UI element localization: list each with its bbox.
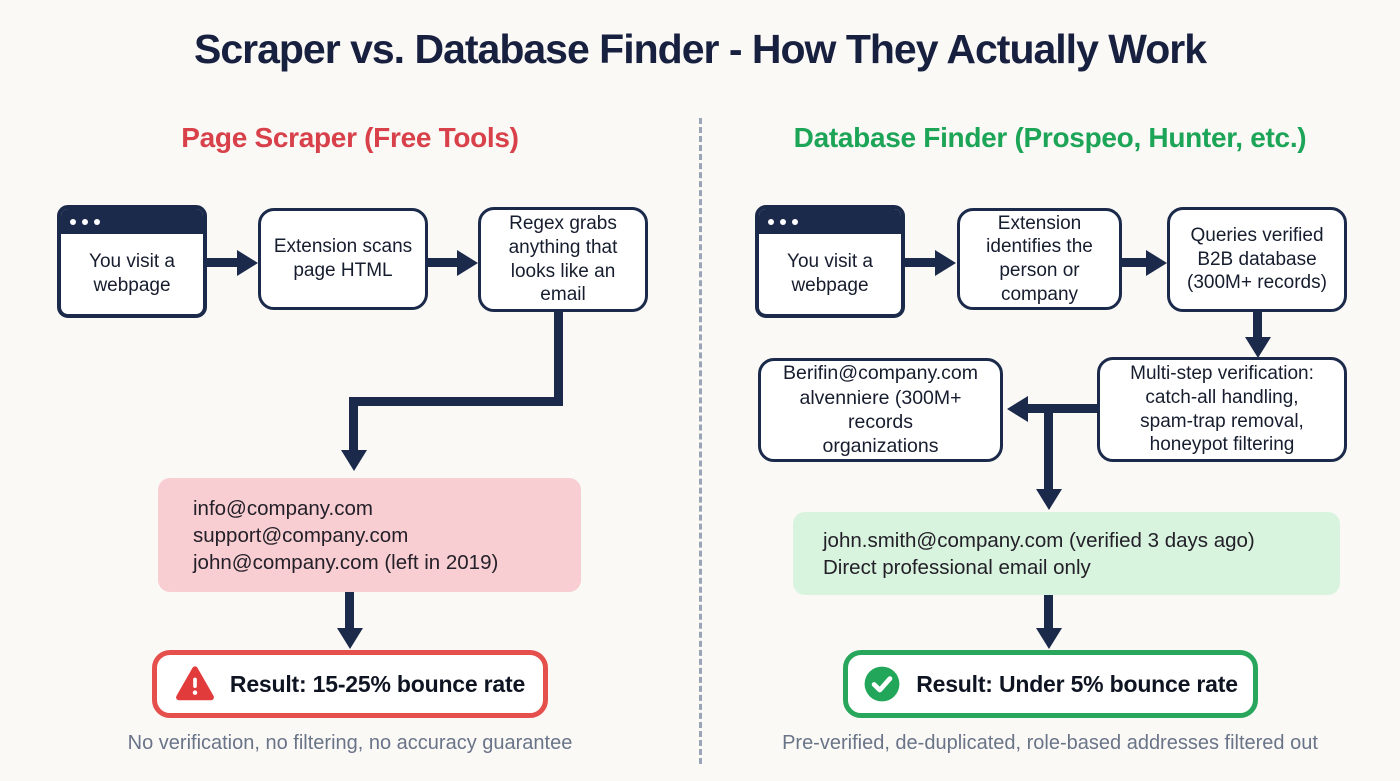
- arrow-left-icon: [1007, 395, 1028, 422]
- right-flow-step-3-box: Queries verified B2B database (300M+ rec…: [1167, 207, 1347, 312]
- right-column-header: Database Finder (Prospeo, Hunter, etc.): [793, 122, 1307, 153]
- flow-connector: [1044, 595, 1053, 628]
- verified-email-line: Direct professional email only: [823, 555, 1091, 579]
- flow-arrow: [207, 258, 238, 267]
- flow-connector: [1028, 404, 1097, 413]
- verification-line: honeypot filtering: [1149, 434, 1295, 456]
- warning-icon: [175, 666, 214, 701]
- database-records-box: Berifin@company.com alvenniere (300M+ re…: [758, 358, 1003, 462]
- browser-dot-icon: [94, 218, 100, 225]
- right-browser-window-box: You visit a webpage: [755, 205, 905, 318]
- browser-dot-icon: [70, 218, 76, 225]
- left-flow-step-3-box: Regex grabs anything that looks like an …: [478, 207, 648, 312]
- browser-dot-icon: [780, 218, 786, 225]
- flow-connector: [345, 592, 354, 628]
- browser-dot-icon: [768, 218, 774, 225]
- right-flow-step-2-label: Extension identifies the person or compa…: [986, 212, 1093, 305]
- arrow-down-icon: [1035, 628, 1062, 649]
- flow-arrow: [1122, 258, 1147, 267]
- flow-connector: [1253, 312, 1262, 338]
- flow-connector: [1044, 404, 1053, 490]
- flow-connector: [349, 397, 358, 450]
- verified-email-line: john.smith@company.com (verified 3 days …: [823, 528, 1255, 552]
- flow-connector: [554, 312, 563, 406]
- left-flow-step-2-label: Extension scans page HTML: [273, 236, 413, 281]
- left-column-header: Page Scraper (Free Tools): [181, 122, 519, 153]
- arrow-right-icon: [1146, 249, 1167, 276]
- arrow-down-icon: [336, 628, 363, 649]
- left-result-label: Result: 15-25% bounce rate: [229, 670, 526, 697]
- right-flow-step-2-box: Extension identifies the person or compa…: [957, 208, 1122, 310]
- arrow-down-icon: [1035, 489, 1062, 510]
- verification-line: catch-all handling,: [1145, 386, 1299, 408]
- page-title: Scraper vs. Database Finder - How They A…: [193, 26, 1207, 72]
- verification-box: Multi-step verification: catch-all handl…: [1097, 357, 1347, 462]
- verified-email-box: john.smith@company.com (verified 3 days …: [793, 512, 1340, 595]
- left-footer-note: No verification, no filtering, no accura…: [127, 732, 573, 754]
- right-flow-step-1-label: You visit a webpage: [787, 251, 873, 296]
- left-flow-step-2-box: Extension scans page HTML: [258, 208, 428, 310]
- right-flow-step-3-label: Queries verified B2B database (300M+ rec…: [1187, 224, 1327, 294]
- column-divider: [699, 118, 702, 764]
- right-result-label: Result: Under 5% bounce rate: [916, 670, 1238, 697]
- scraped-email: john@company.com (left in 2019): [193, 550, 499, 574]
- scraped-email: info@company.com: [193, 496, 373, 520]
- left-browser-window-box: You visit a webpage: [57, 205, 207, 318]
- browser-titlebar: [61, 209, 203, 234]
- browser-dot-icon: [82, 218, 88, 225]
- flow-arrow: [905, 258, 936, 267]
- scraped-emails-box: info@company.com support@company.com joh…: [158, 478, 581, 592]
- scraped-email: support@company.com: [193, 523, 409, 547]
- left-flow-step-1-label: You visit a webpage: [89, 251, 175, 296]
- database-line: organizations: [822, 435, 939, 458]
- database-line: Berifin@company.com: [783, 362, 978, 385]
- arrow-down-icon: [1244, 337, 1271, 358]
- right-result-box: Result: Under 5% bounce rate: [843, 650, 1258, 718]
- right-footer-note: Pre-verified, de-duplicated, role-based …: [782, 732, 1318, 754]
- verification-line: Multi-step verification:: [1130, 363, 1314, 384]
- arrow-right-icon: [457, 249, 478, 276]
- left-result-box: Result: 15-25% bounce rate: [152, 650, 548, 718]
- arrow-right-icon: [935, 249, 956, 276]
- arrow-down-icon: [340, 450, 367, 471]
- flow-connector: [349, 397, 563, 406]
- database-line: alvenniere (300M+ records: [799, 386, 962, 433]
- flow-arrow: [428, 258, 458, 267]
- browser-dot-icon: [792, 218, 798, 225]
- left-flow-step-3-label: Regex grabs anything that looks like an …: [508, 213, 618, 306]
- verification-line: spam-trap removal,: [1140, 410, 1304, 432]
- browser-titlebar: [759, 209, 901, 234]
- check-icon: [864, 666, 900, 702]
- arrow-right-icon: [237, 249, 258, 276]
